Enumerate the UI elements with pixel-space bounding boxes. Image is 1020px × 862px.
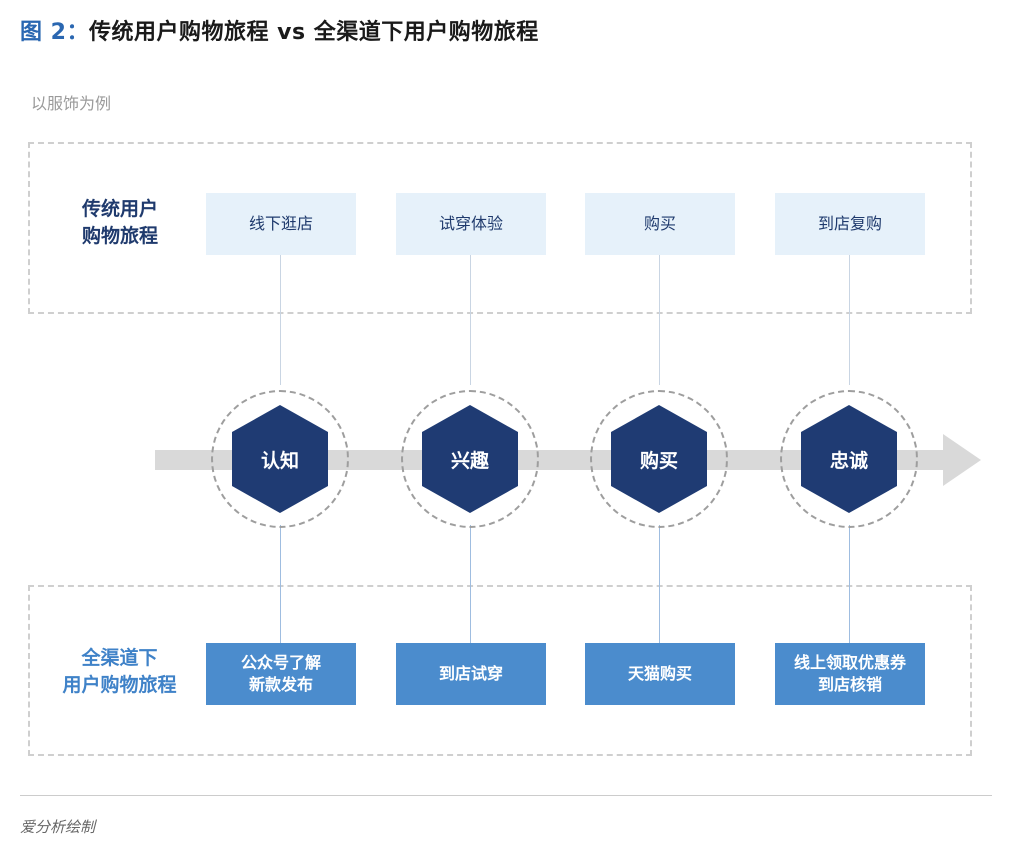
traditional-step-label: 购买 xyxy=(643,214,676,233)
traditional-step-box: 购买 xyxy=(585,193,735,255)
stage-label: 兴趣 xyxy=(450,449,489,472)
connector-line xyxy=(280,255,281,385)
stage-hexagon: 兴趣 xyxy=(422,405,518,513)
stage-label: 认知 xyxy=(260,449,299,472)
omnichannel-label-line2: 用户购物旅程 xyxy=(62,674,177,696)
omnichannel-journey-label: 全渠道下 用户购物旅程 xyxy=(52,645,187,699)
connector-line xyxy=(659,255,660,385)
omnichannel-step-line1: 到店试穿 xyxy=(438,664,503,683)
omnichannel-journey-frame xyxy=(28,585,972,756)
stage-hexagon: 忠诚 xyxy=(801,405,897,513)
stage-dashed-ring xyxy=(590,390,728,528)
stage-dashed-ring xyxy=(780,390,918,528)
figure-title-text: 传统用户购物旅程 vs 全渠道下用户购物旅程 xyxy=(88,20,539,45)
omnichannel-label-line1: 全渠道下 xyxy=(81,647,158,669)
footer-divider xyxy=(20,795,992,796)
stage-node: 兴趣 xyxy=(401,390,539,528)
connector-line xyxy=(659,525,660,643)
traditional-label-line1: 传统用户 xyxy=(81,198,158,220)
stage-hexagon: 认知 xyxy=(232,405,328,513)
omnichannel-step-line1: 天猫购买 xyxy=(627,664,692,683)
omnichannel-step-line2: 新款发布 xyxy=(248,675,313,694)
omnichannel-step-line2: 到店核销 xyxy=(817,675,882,694)
figure-title: 图 2：传统用户购物旅程 vs 全渠道下用户购物旅程 xyxy=(20,14,539,46)
traditional-step-box: 到店复购 xyxy=(775,193,925,255)
omnichannel-step-box: 线上领取优惠券 到店核销 xyxy=(775,643,925,705)
omnichannel-step-box: 到店试穿 xyxy=(396,643,546,705)
omnichannel-step-line1: 线上领取优惠券 xyxy=(793,653,906,672)
traditional-journey-frame xyxy=(28,142,972,314)
journey-arrow-shaft xyxy=(155,450,945,470)
source-note: 爱分析绘制 xyxy=(20,818,96,836)
omnichannel-step-box: 天猫购买 xyxy=(585,643,735,705)
traditional-journey-label: 传统用户 购物旅程 xyxy=(60,196,180,250)
omnichannel-step-box: 公众号了解 新款发布 xyxy=(206,643,356,705)
connector-line xyxy=(849,255,850,385)
connector-line xyxy=(470,525,471,643)
figure-subtitle: 以服饰为例 xyxy=(31,94,112,113)
stage-dashed-ring xyxy=(211,390,349,528)
stage-node: 忠诚 xyxy=(780,390,918,528)
traditional-step-label: 试穿体验 xyxy=(438,214,503,233)
omnichannel-step-line1: 公众号了解 xyxy=(240,653,321,672)
connector-line xyxy=(849,525,850,643)
connector-line xyxy=(280,525,281,643)
traditional-label-line2: 购物旅程 xyxy=(81,225,158,247)
connector-line xyxy=(470,255,471,385)
traditional-step-label: 线下逛店 xyxy=(248,214,313,233)
stage-label: 忠诚 xyxy=(829,449,868,472)
stage-dashed-ring xyxy=(401,390,539,528)
traditional-step-box: 线下逛店 xyxy=(206,193,356,255)
stage-node: 认知 xyxy=(211,390,349,528)
stage-hexagon: 购买 xyxy=(611,405,707,513)
stage-label: 购买 xyxy=(639,449,678,472)
stage-node: 购买 xyxy=(590,390,728,528)
figure-label: 图 2： xyxy=(20,20,89,45)
traditional-step-box: 试穿体验 xyxy=(396,193,546,255)
journey-arrow-head xyxy=(943,434,981,486)
traditional-step-label: 到店复购 xyxy=(817,214,882,233)
